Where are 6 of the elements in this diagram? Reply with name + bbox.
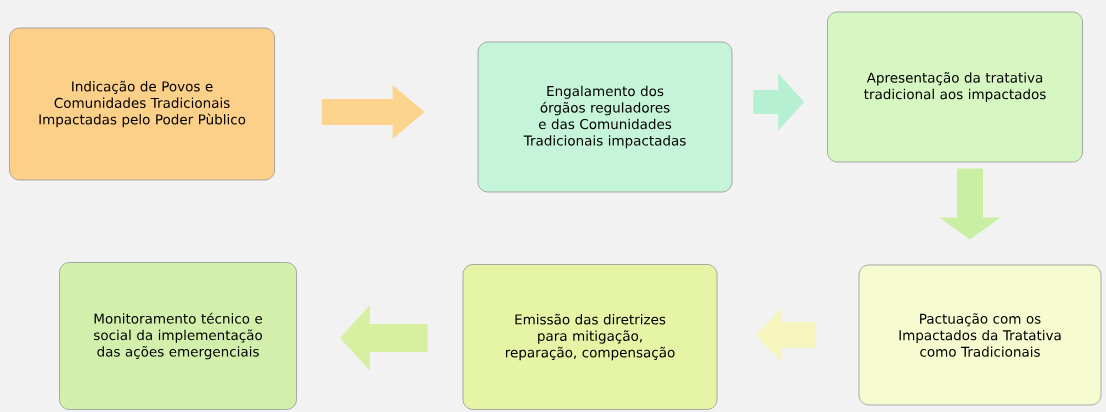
- process-box: Apresentação da tratativa tradicional aos impactados: [827, 11, 1083, 163]
- process-box: Emissão das diretrizes para mitigação, reparação, compensação: [462, 264, 718, 410]
- process-box: Indicação de Povos e Comunidades Tradicionais Impactadas pelo Poder Pùblico: [9, 27, 275, 181]
- process-box: Engalamento dos órgãos reguladores e das Comunidades Tradicionais impactadas: [477, 41, 733, 193]
- process-box: Pactuação com os Impactados da Tratativa como Tradicionais: [858, 264, 1102, 406]
- process-box: Monitoramento técnico e social da implementação das ações emergenciais: [59, 262, 297, 410]
